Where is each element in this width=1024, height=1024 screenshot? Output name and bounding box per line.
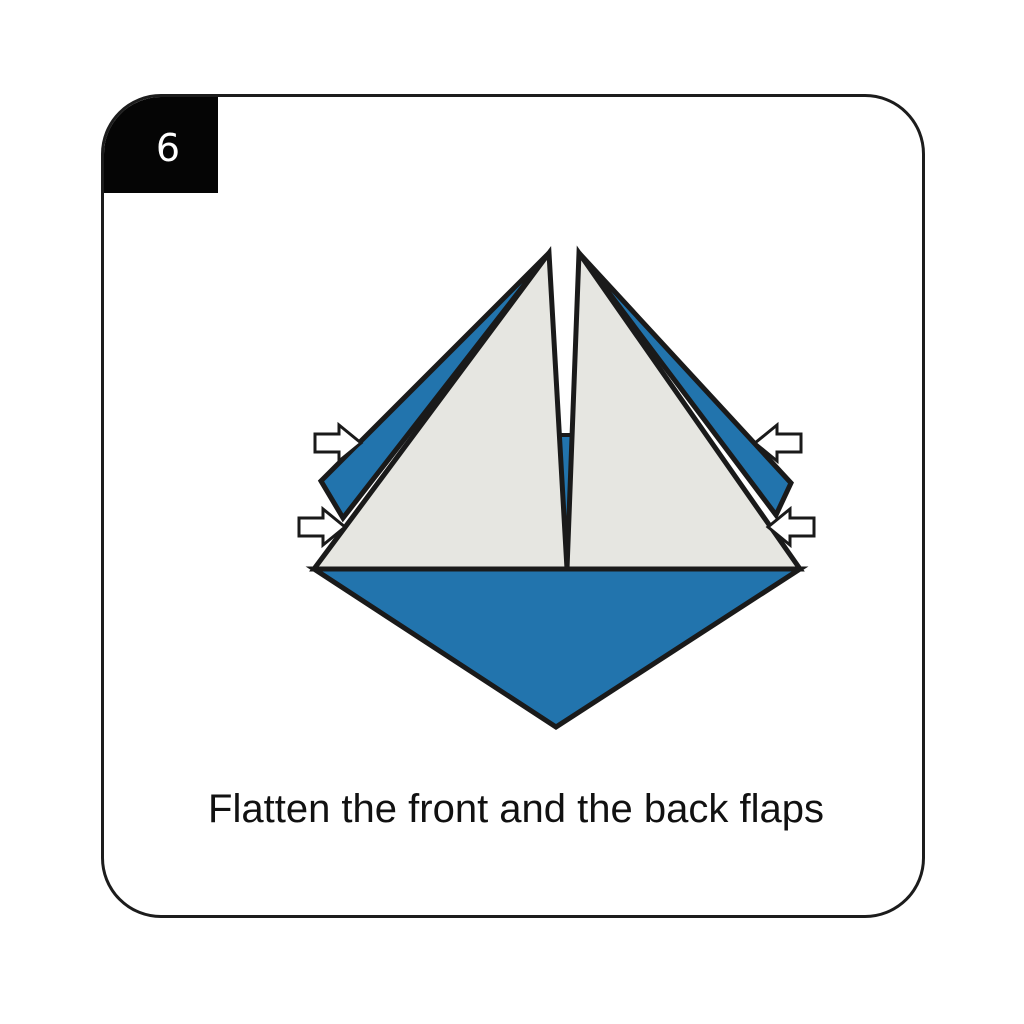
origami-fold-diagram bbox=[297, 245, 816, 730]
push-arrow-icon bbox=[313, 421, 364, 465]
right-back-flap bbox=[577, 251, 794, 520]
step-card: 6 Flatten th bbox=[101, 94, 925, 918]
step-number-badge: 6 bbox=[104, 97, 218, 193]
bottom-base-triangle bbox=[305, 566, 809, 730]
step-number: 6 bbox=[155, 126, 181, 170]
left-back-flap bbox=[317, 251, 551, 523]
left-front-flap bbox=[309, 245, 570, 572]
push-arrow-icon bbox=[297, 505, 348, 549]
push-arrow-icon bbox=[752, 421, 803, 465]
right-front-flap bbox=[564, 245, 805, 572]
instruction-caption: Flatten the front and the back flaps bbox=[208, 787, 824, 831]
push-arrow-icon bbox=[765, 505, 816, 549]
